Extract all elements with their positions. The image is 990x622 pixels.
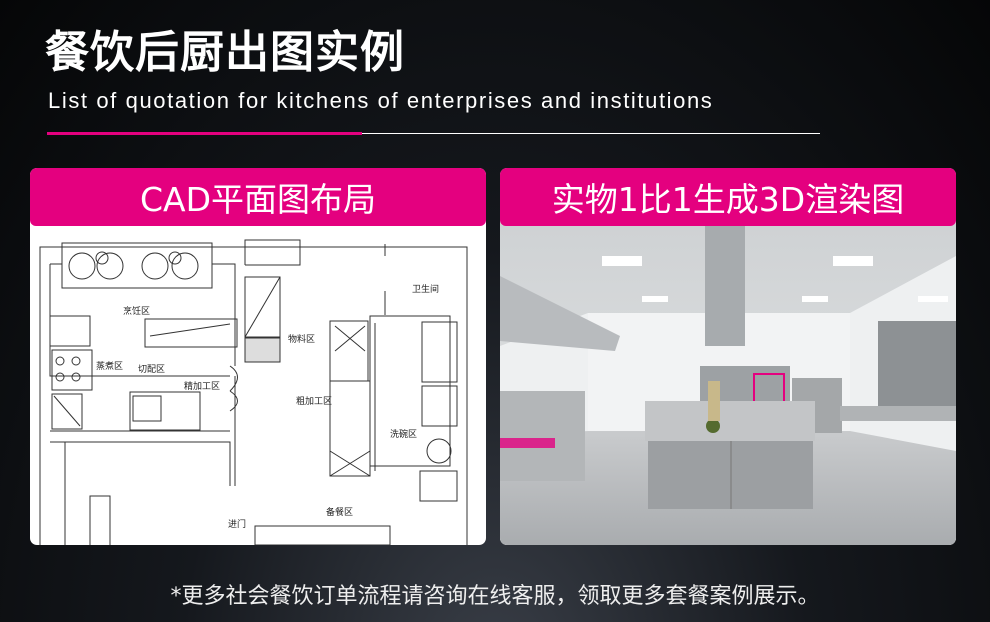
divider [47,133,820,134]
zone-label-fine-processing: 精加工区 [184,380,220,392]
zone-label-cooking: 烹饪区 [123,305,150,317]
zone-label-serving-prep: 备餐区 [326,506,353,518]
zone-label-materials: 物料区 [288,333,315,345]
divider-accent [47,132,362,135]
footer-note: *更多社会餐饮订单流程请咨询在线客服，领取更多套餐案例展示。 [170,584,820,609]
cad-layout-heading: CAD平面图布局 [30,168,486,226]
zone-label-steaming: 蒸煮区 [96,360,123,372]
zone-label-rough-processing: 粗加工区 [296,395,332,407]
render-heading: 实物1比1生成3D渲染图 [500,168,956,226]
zone-label-dishwashing: 洗碗区 [390,428,417,440]
render-card: 实物1比1生成3D渲染图 [500,168,956,545]
page-title: 餐饮后厨出图实例 [45,27,405,78]
zone-label-entrance: 进门 [228,518,246,530]
zone-label-restroom: 卫生间 [412,283,439,295]
cad-floor-plan: 烹饪区 蒸煮区 切配区 精加工区 物料区 粗加工区 洗碗区 卫生间 备餐区 进门 [39,239,468,545]
zone-label-cutting: 切配区 [138,364,165,375]
cad-layout-card: CAD平面图布局 烹饪区 蒸煮区 切配区 精加工区 物料区 粗加工区 [30,168,486,545]
kitchen-3d-render [500,226,956,545]
page-subtitle: List of quotation for kitchens of enterp… [48,88,714,113]
